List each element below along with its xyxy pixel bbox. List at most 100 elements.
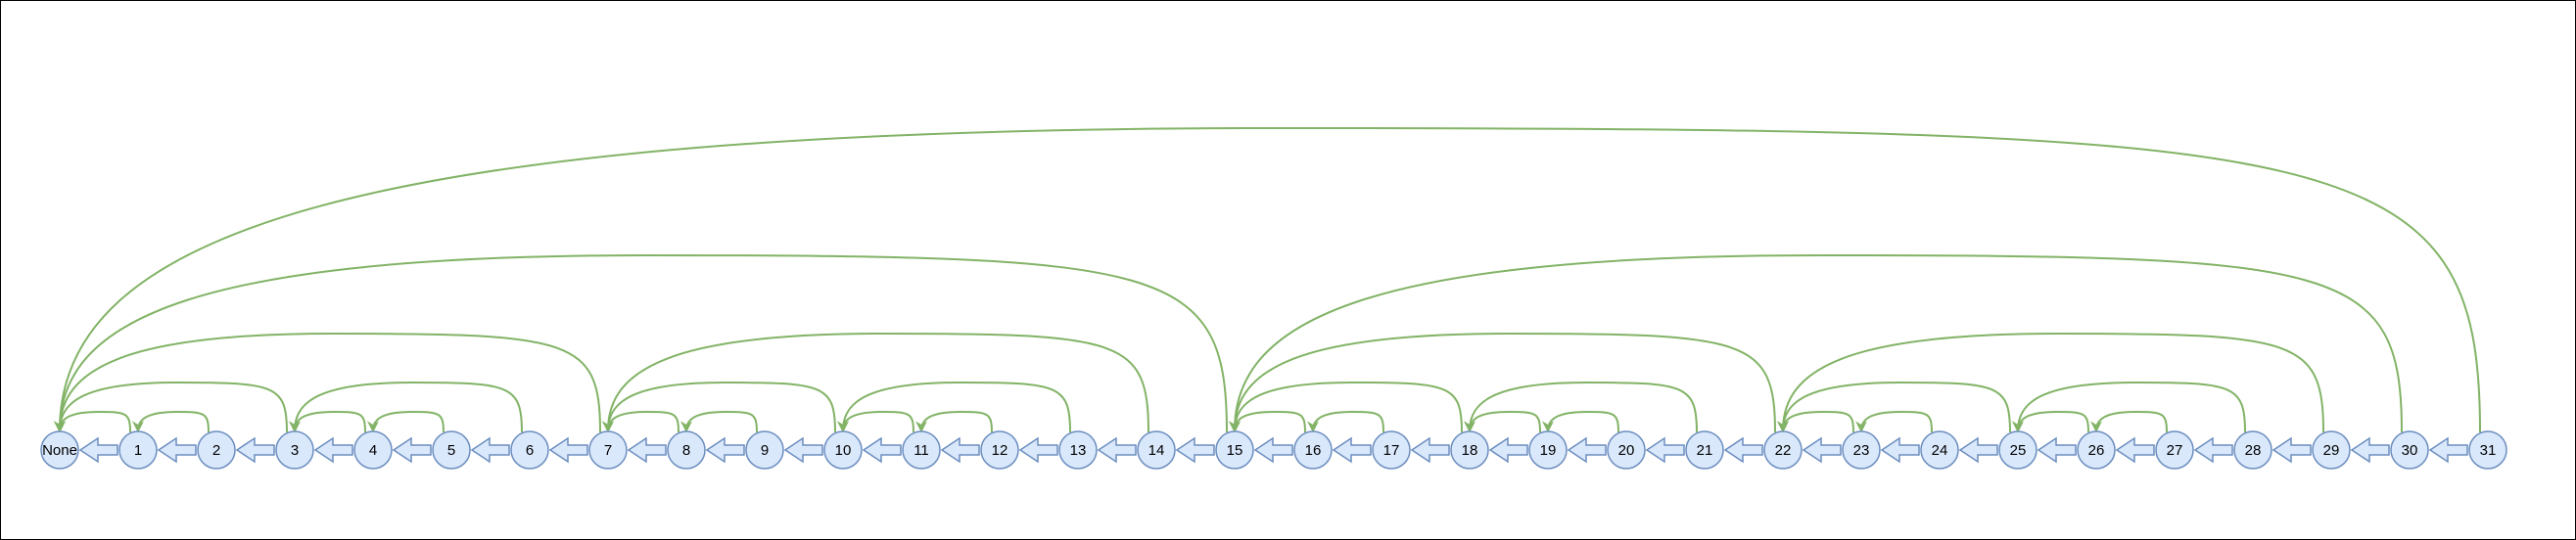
node-24: 24 — [1920, 430, 1959, 470]
chain-arrow-16-to-15 — [1253, 436, 1293, 464]
jump-edge-22-to-15 — [1229, 332, 1776, 433]
node-none: None — [40, 430, 79, 470]
node-label: None — [42, 442, 77, 459]
jump-edge-7-to-0 — [54, 332, 601, 433]
node-label: 14 — [1148, 442, 1165, 459]
node-label: 25 — [2010, 442, 2027, 459]
node-23: 23 — [1842, 430, 1881, 470]
node-circle — [1842, 430, 1881, 470]
node-label: 13 — [1070, 442, 1087, 459]
node-label: 16 — [1305, 442, 1322, 459]
node-21: 21 — [1685, 430, 1724, 470]
node-circle — [1215, 430, 1254, 470]
node-circle — [353, 430, 393, 470]
chain-arrow-6-to-5 — [470, 436, 510, 464]
node-26: 26 — [2077, 430, 2116, 470]
chain-arrow-25-to-24 — [1958, 436, 1998, 464]
node-15: 15 — [1215, 430, 1254, 470]
node-7: 7 — [588, 430, 628, 470]
jump-edge-8-to-7 — [602, 410, 679, 433]
node-circle — [118, 430, 158, 470]
node-label: 23 — [1853, 442, 1870, 459]
jump-edges — [54, 126, 2481, 433]
node-2: 2 — [197, 430, 236, 470]
node-circle — [1137, 430, 1176, 470]
node-circle — [980, 430, 1019, 470]
node-1: 1 — [118, 430, 158, 470]
chain-arrow-13-to-12 — [1018, 436, 1058, 464]
jump-edge-28-to-25 — [2012, 381, 2246, 433]
node-circle — [1763, 430, 1803, 470]
jump-edge-25-to-22 — [1777, 381, 2011, 433]
node-label: 6 — [526, 442, 534, 459]
node-circle — [1998, 430, 2037, 470]
node-circle — [2390, 430, 2429, 470]
jump-edge-23-to-22 — [1777, 410, 1854, 433]
chain-arrow-24-to-23 — [1880, 436, 1920, 464]
node-12: 12 — [980, 430, 1019, 470]
chain-arrow-19-to-18 — [1488, 436, 1528, 464]
node-label: 24 — [1932, 442, 1948, 459]
node-circle — [2312, 430, 2351, 470]
jump-edge-21-to-18 — [1464, 381, 1698, 433]
jump-edge-30-to-15 — [1229, 253, 2403, 433]
node-circle — [197, 430, 236, 470]
node-circle — [2468, 430, 2507, 470]
node-16: 16 — [1293, 430, 1333, 470]
node-label: 30 — [2402, 442, 2418, 459]
node-label: 4 — [369, 442, 377, 459]
chain-arrow-1-to-0 — [78, 436, 118, 464]
jump-edge-31-to-0 — [54, 126, 2481, 433]
chain-arrow-2-to-1 — [157, 436, 197, 464]
chain-arrow-15-to-14 — [1175, 436, 1215, 464]
jump-edge-29-to-22 — [1777, 332, 2324, 433]
jump-edge-26-to-25 — [2012, 410, 2089, 433]
chain-arrow-9-to-8 — [705, 436, 745, 464]
node-circle — [667, 430, 706, 470]
node-label: 10 — [835, 442, 852, 459]
jump-edge-27-to-26 — [2090, 410, 2168, 433]
node-label: 17 — [1383, 442, 1400, 459]
node-4: 4 — [353, 430, 393, 470]
node-label: 22 — [1775, 442, 1792, 459]
node-label: 7 — [604, 442, 612, 459]
node-circle — [745, 430, 784, 470]
node-label: 8 — [682, 442, 690, 459]
chain-arrow-11-to-10 — [862, 436, 902, 464]
jump-edge-19-to-18 — [1464, 410, 1541, 433]
node-circle — [510, 430, 549, 470]
jump-edge-1-to-0 — [54, 410, 131, 433]
node-3: 3 — [275, 430, 314, 470]
chain-arrow-31-to-30 — [2428, 436, 2468, 464]
node-14: 14 — [1137, 430, 1176, 470]
chain-arrow-3-to-2 — [235, 436, 275, 464]
chain-arrow-14-to-13 — [1097, 436, 1137, 464]
chain-arrow-21-to-20 — [1645, 436, 1685, 464]
node-label: 21 — [1697, 442, 1713, 459]
node-label: 19 — [1540, 442, 1557, 459]
jump-edge-17-to-16 — [1307, 410, 1384, 433]
node-circle — [823, 430, 863, 470]
node-10: 10 — [823, 430, 863, 470]
node-label: 27 — [2167, 442, 2183, 459]
node-label: 2 — [212, 442, 220, 459]
chain-arrow-4-to-3 — [313, 436, 353, 464]
node-11: 11 — [902, 430, 941, 470]
jump-edge-13-to-10 — [837, 381, 1071, 433]
chain-arrow-10-to-9 — [783, 436, 823, 464]
node-circle — [1058, 430, 1098, 470]
chain-arrow-28-to-27 — [2193, 436, 2233, 464]
jump-edge-20-to-19 — [1542, 410, 1619, 433]
node-circle — [275, 430, 314, 470]
node-circle — [432, 430, 471, 470]
node-circle — [1372, 430, 1411, 470]
node-label: 12 — [992, 442, 1008, 459]
jump-edge-18-to-15 — [1229, 381, 1463, 433]
node-circle — [1293, 430, 1333, 470]
jump-edge-11-to-10 — [837, 410, 914, 433]
node-28: 28 — [2233, 430, 2272, 470]
jump-edge-15-to-0 — [54, 253, 1228, 433]
node-label: 28 — [2245, 442, 2262, 459]
